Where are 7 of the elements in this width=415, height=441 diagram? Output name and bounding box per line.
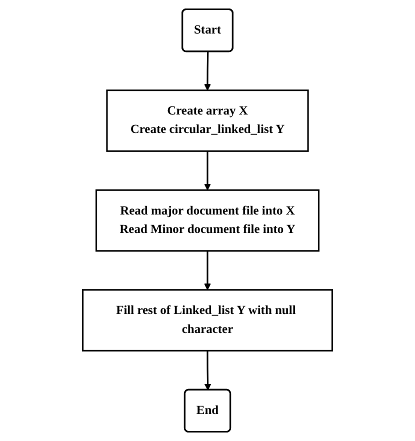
arrow [204,151,211,190]
arrow [204,350,212,390]
arrow [204,52,211,91]
node-box: Create array X Create circular_linked_list Y [106,90,309,152]
node-box: Fill rest of Linked_list Y with null character [82,289,333,352]
arrow [204,250,211,290]
node-box: Read major document file into X Read Minor document file into Y [96,189,320,252]
